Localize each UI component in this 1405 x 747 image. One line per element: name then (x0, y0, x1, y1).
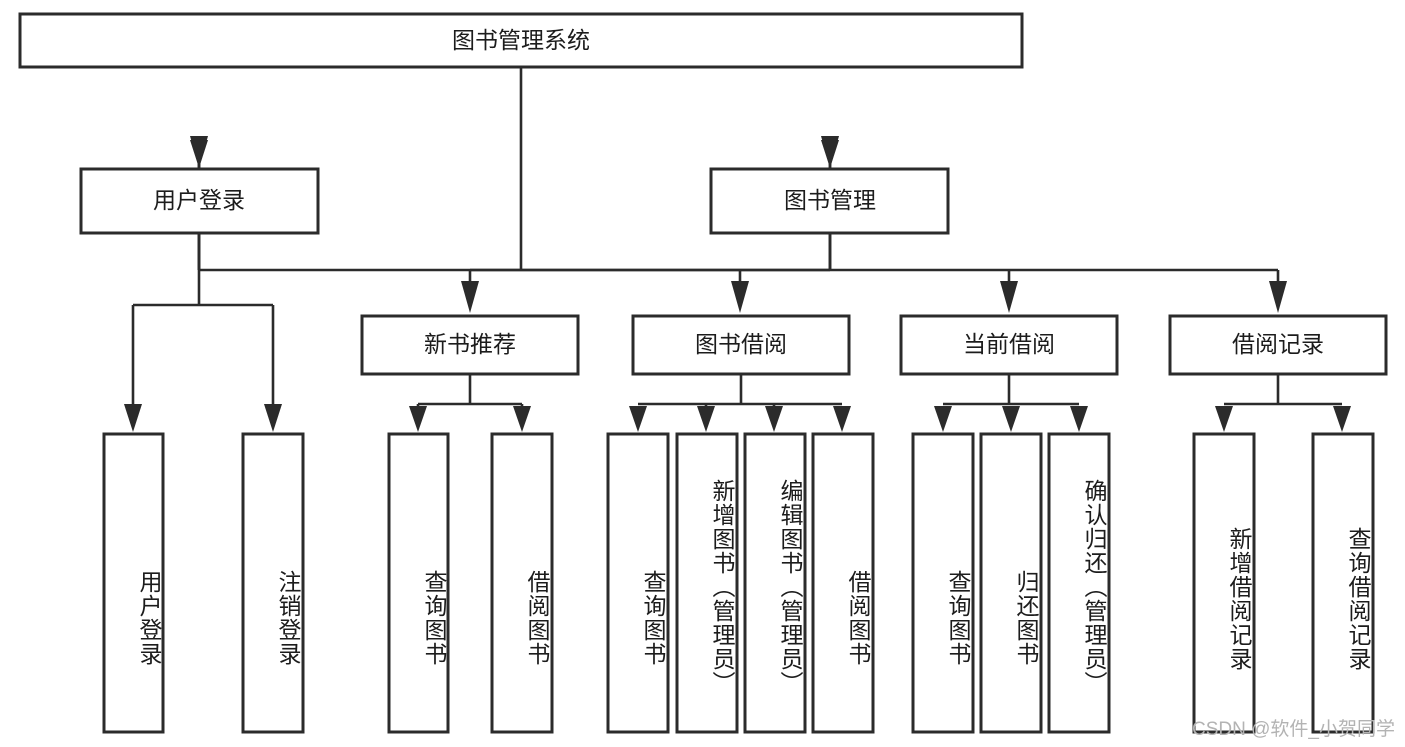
arrow-head-icon (1070, 406, 1088, 432)
node-label-book-management: 图书管理 (784, 187, 876, 213)
arrow-head-icon (1269, 281, 1287, 313)
arrow-head-icon (264, 404, 282, 432)
leaf-label-query-borrow-record: 查询借阅记录 (1345, 527, 1371, 671)
leaf-label-borrow-book-2: 借阅图书 (845, 570, 871, 666)
leaf-label-edit-book-admin: 编辑图书（管理员） (777, 479, 803, 695)
leaf-box-shape[interactable] (1047, 432, 1111, 734)
node-box-shape (899, 314, 1119, 376)
leaf-label-return-book: 归还图书 (1013, 570, 1039, 666)
node-current-borrow[interactable]: 当前借阅 (899, 314, 1119, 376)
leaf-box-shape[interactable] (606, 432, 670, 734)
node-label-current-borrow: 当前借阅 (963, 331, 1055, 357)
node-box-shape (79, 167, 320, 235)
node-label-book-borrow: 图书借阅 (695, 331, 787, 357)
leaf-boxes (102, 432, 1375, 734)
node-book-management[interactable]: 图书管理 (709, 167, 950, 235)
leaf-box-shape[interactable] (1311, 432, 1375, 734)
node-label-user-login: 用户登录 (153, 187, 245, 213)
leaf-box-shape[interactable] (102, 432, 165, 734)
leaf-label-user-login: 用户登录 (136, 570, 162, 666)
arrow-head-icon (1215, 406, 1233, 432)
leaf-label-add-borrow-record: 新增借阅记录 (1226, 527, 1252, 671)
node-root[interactable]: 图书管理系统 (18, 12, 1024, 69)
node-box-shape (18, 12, 1024, 69)
arrow-head-icon (934, 406, 952, 432)
connector-currentborrow-to-leaves (934, 374, 1088, 432)
leaf-box-shape[interactable] (911, 432, 975, 734)
arrow-head-icon (629, 406, 647, 432)
arrow-head-icon (190, 136, 208, 168)
leaf-box-shape[interactable] (490, 432, 554, 734)
node-box-shape (709, 167, 950, 235)
node-box-shape (1168, 314, 1388, 376)
arrow-head-icon (765, 406, 783, 432)
leaf-label-query-book-3: 查询图书 (945, 570, 971, 666)
leaf-box-shape[interactable] (1192, 432, 1256, 734)
arrow-head-icon (409, 406, 427, 432)
arrow-head-icon (821, 136, 839, 168)
leaf-box-shape[interactable] (811, 432, 875, 734)
connector-userlogin-to-leaves (124, 233, 282, 432)
connector-newbook-to-leaves (409, 374, 531, 432)
arrow-head-icon (1002, 406, 1020, 432)
leaf-box-shape[interactable] (743, 432, 807, 734)
leaf-label-confirm-return-admin: 确认归还（管理员） (1081, 479, 1107, 695)
arrow-head-icon (513, 406, 531, 432)
node-box-shape (631, 314, 851, 376)
leaf-box-shape[interactable] (241, 432, 305, 734)
leaf-box-shape[interactable] (675, 432, 739, 734)
connector-borrowrecord-to-leaves (1215, 374, 1351, 432)
leaf-box-shape[interactable] (979, 432, 1043, 734)
arrow-head-icon (1333, 406, 1351, 432)
arrow-head-icon (731, 281, 749, 313)
node-borrow-record[interactable]: 借阅记录 (1168, 314, 1388, 376)
arrow-head-icon (833, 406, 851, 432)
leaf-label-logout: 注销登录 (275, 570, 301, 666)
arrow-head-icon (1000, 281, 1018, 313)
leaf-label-borrow-book-1: 借阅图书 (524, 570, 550, 666)
node-user-login[interactable]: 用户登录 (79, 167, 320, 235)
leaf-label-query-book-2: 查询图书 (640, 570, 666, 666)
node-label-new-book-recommend: 新书推荐 (424, 331, 516, 357)
connector-bookmgmt-to-level3 (461, 233, 1287, 313)
watermark-text: CSDN @软件_小贺同学 (1192, 719, 1395, 740)
leaf-label-add-book-admin: 新增图书（管理员） (709, 479, 735, 695)
arrow-head-icon (124, 404, 142, 432)
leaf-box-shape[interactable] (387, 432, 450, 734)
node-label-root: 图书管理系统 (452, 27, 590, 53)
leaf-label-query-book-1: 查询图书 (421, 570, 447, 666)
node-box-shape (360, 314, 580, 376)
arrow-head-icon (461, 281, 479, 313)
node-label-borrow-record: 借阅记录 (1232, 331, 1324, 357)
arrow-head-icon (697, 406, 715, 432)
node-new-book-recommend[interactable]: 新书推荐 (360, 314, 580, 376)
connector-bookborrow-to-leaves (629, 374, 851, 432)
node-book-borrow[interactable]: 图书借阅 (631, 314, 851, 376)
